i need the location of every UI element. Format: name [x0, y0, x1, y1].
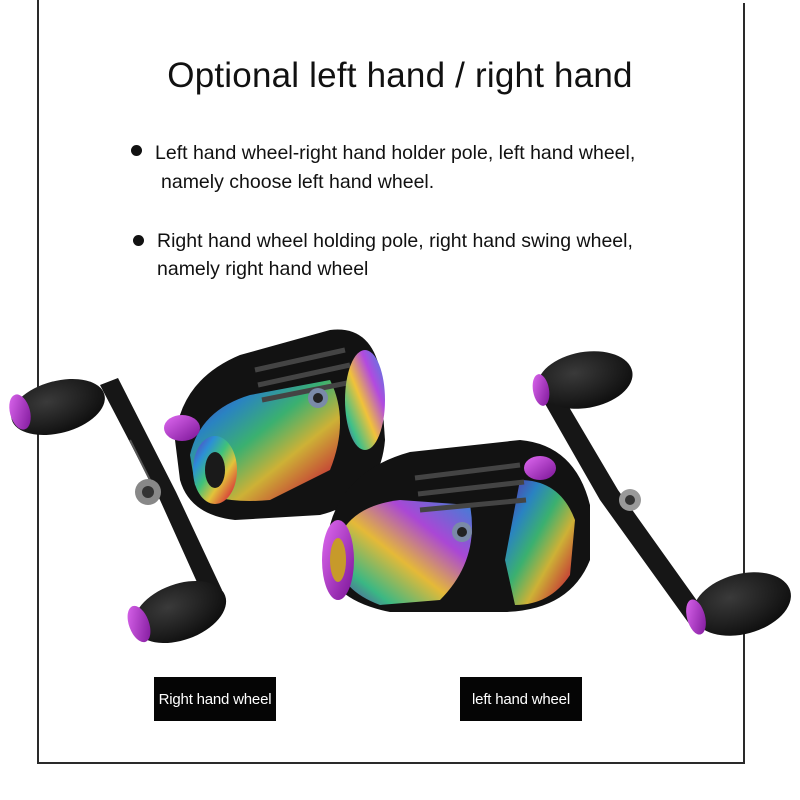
- page-title: Optional left hand / right hand: [167, 56, 633, 95]
- right-hand-reel: [9, 329, 385, 644]
- right-hand-wheel-label: Right hand wheel: [154, 677, 276, 721]
- left-hand-reel: [322, 351, 791, 636]
- bullet-dot-2: [133, 235, 144, 246]
- bullet-2-line-1: Right hand wheel holding pole, right han…: [157, 230, 633, 252]
- bullet-2-line-2: namely right hand wheel: [157, 258, 369, 280]
- image-frame: [37, 0, 745, 764]
- frame-gap-left: [44, 0, 106, 3]
- frame-gap-right: [690, 0, 748, 3]
- bullet-1-line-1: Left hand wheel-right hand holder pole, …: [155, 142, 636, 164]
- bullet-dot-1: [131, 145, 142, 156]
- reels-illustration: [9, 329, 791, 644]
- left-hand-wheel-label: left hand wheel: [460, 677, 582, 721]
- bullet-1-line-2: namely choose left hand wheel.: [161, 171, 435, 193]
